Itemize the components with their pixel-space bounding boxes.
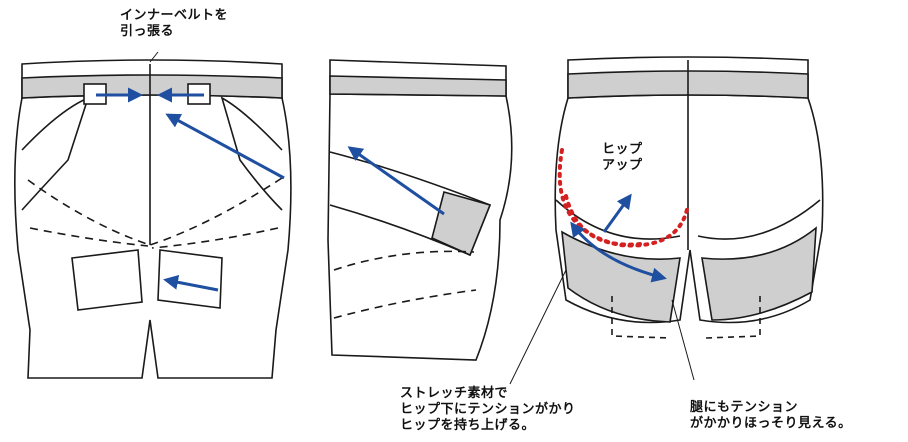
label-thigh-line1: 腿にもテンション [690,400,799,415]
label-hip-up-line2: アップ [602,158,643,173]
label-hip-up-line1: ヒップ [602,142,643,157]
panel-side-view [327,59,513,361]
label-inner-belt-line2: 引っ張る [120,24,175,39]
label-stretch: ストレッチ素材で ヒップ下にテンションがかり ヒップを持ち上げる。 [400,386,576,434]
leader-thigh [671,299,695,381]
leader-stretch [509,269,567,385]
hip-gray-band-right [701,226,817,321]
arrow-diagonal [165,113,285,180]
panel-back-arrows [96,87,285,292]
arrow-hip-up [602,193,632,233]
label-thigh-line2: がかかりほっそり見える。 [690,416,852,431]
label-hip-up: ヒップ アップ [602,142,643,174]
panel-hip-view [554,56,824,339]
label-stretch-line1: ストレッチ素材で [400,386,509,401]
side-gray-patch [431,191,492,257]
hip-outline [554,97,824,324]
panel-back-view [14,59,292,379]
panel-hip-arrows [570,193,667,283]
back-pocket [157,249,223,309]
pants-outline [14,97,292,379]
label-stretch-line2: ヒップ下にテンションがかり [400,402,576,417]
label-thigh: 腿にもテンション がかかりほっそり見える。 [690,400,852,432]
side-outline [327,93,513,361]
arrow-pocket [163,274,219,292]
back-pocket [71,249,143,311]
inner-belt-gray [21,74,283,99]
arrow-hip-curve [570,221,667,283]
arrow-side [347,146,445,216]
label-stretch-line3: ヒップを持ち上げる。 [400,418,536,433]
label-inner-belt: インナーベルトを 引っ張る [120,8,228,40]
label-inner-belt-line1: インナーベルトを [120,8,229,23]
